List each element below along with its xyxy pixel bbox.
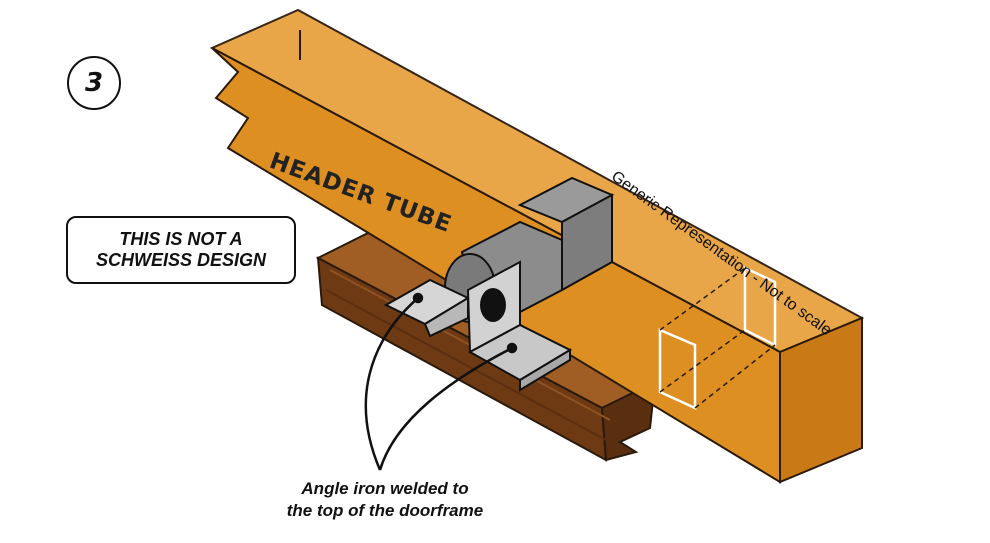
disclaimer-line-1: THIS IS NOT A (119, 229, 243, 249)
leader-lines (364, 292, 518, 471)
caption-line-1: Angle iron welded to (301, 479, 469, 498)
disclaimer-box: THIS IS NOT A SCHWEISS DESIGN (66, 216, 296, 284)
section-outline (658, 266, 777, 410)
disclaimer-line-2: SCHWEISS DESIGN (95, 250, 267, 270)
caption-line-2: the top of the doorframe (286, 501, 484, 520)
angle-iron-right (466, 260, 573, 392)
angle-iron-caption: Angle iron welded to the top of the door… (260, 478, 510, 522)
step-number-badge: 3 (67, 56, 121, 110)
